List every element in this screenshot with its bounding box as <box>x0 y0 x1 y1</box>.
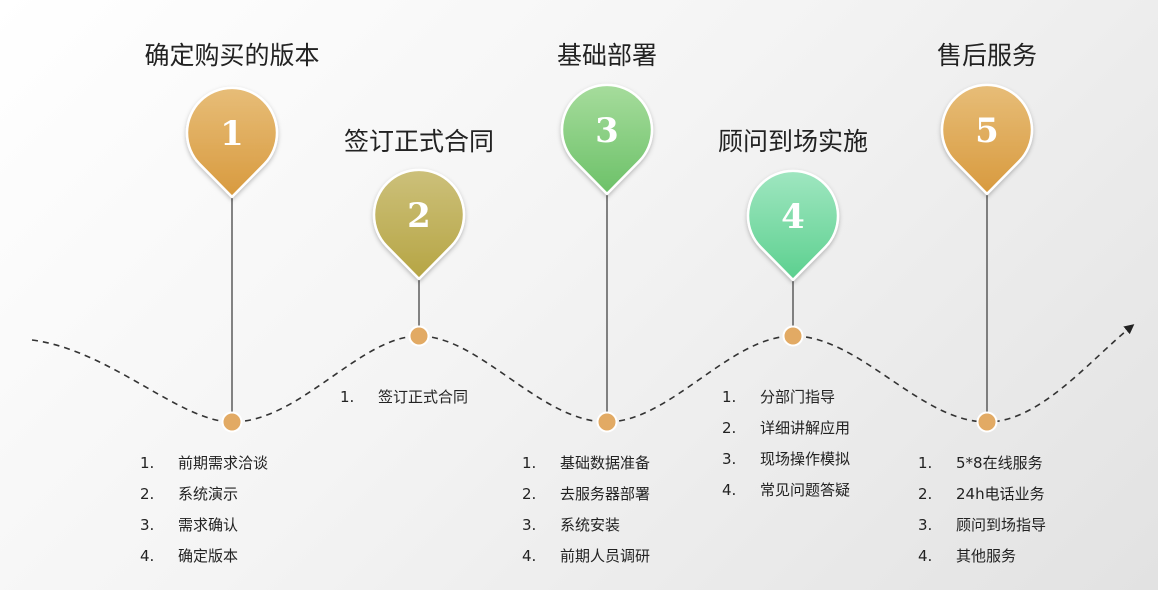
list-item-number: 1. <box>340 388 355 406</box>
list-item-number: 4. <box>522 547 537 565</box>
list-item: 3. 系统安装 <box>522 515 650 546</box>
list-item: 2. 系统演示 <box>140 484 268 515</box>
step-1-marker: 1 <box>185 86 279 433</box>
list-item-number: 4. <box>722 481 737 499</box>
step-3-number: 3 <box>595 111 619 151</box>
step-2-title: 签订正式合同 <box>343 127 495 156</box>
list-item-text: 分部门指导 <box>760 388 836 406</box>
step-3-pin-icon <box>560 83 654 196</box>
step-4-timeline-node <box>782 325 804 347</box>
step-2-timeline-node <box>408 325 430 347</box>
list-item: 3. 顾问到场指导 <box>918 515 1046 546</box>
step-3-marker: 3 <box>560 83 654 433</box>
list-item-number: 2. <box>722 419 737 437</box>
step-4-marker: 4 <box>746 169 840 347</box>
list-item: 4. 常见问题答疑 <box>722 480 850 511</box>
step-4-number: 4 <box>781 197 805 237</box>
list-item-number: 2. <box>918 485 933 503</box>
list-item: 1. 分部门指导 <box>722 387 850 418</box>
step-2-number: 2 <box>407 196 431 236</box>
step-3-list: 1. 基础数据准备 2. 去服务器部署 3. 系统安装 4. 前期人员调研 <box>522 453 650 577</box>
list-item-text: 详细讲解应用 <box>760 419 851 437</box>
list-item-text: 基础数据准备 <box>560 454 651 472</box>
list-item: 4. 其他服务 <box>918 546 1046 577</box>
step-4-pin-icon <box>746 169 840 282</box>
list-item-text: 其他服务 <box>956 547 1017 565</box>
list-item: 1. 5*8在线服务 <box>918 453 1046 484</box>
list-item-number: 1. <box>918 454 933 472</box>
list-item: 2. 24h电话业务 <box>918 484 1046 515</box>
step-4-list: 1. 分部门指导 2. 详细讲解应用 3. 现场操作模拟 4. 常见问题答疑 <box>722 387 850 511</box>
list-item-text: 去服务器部署 <box>560 485 651 503</box>
list-item-number: 3. <box>918 516 933 534</box>
list-item-text: 5*8在线服务 <box>956 454 1043 472</box>
step-1-number: 1 <box>220 114 244 154</box>
list-item: 1. 签订正式合同 <box>340 387 468 418</box>
list-item-text: 常见问题答疑 <box>760 481 851 499</box>
list-item-number: 2. <box>522 485 537 503</box>
list-item-number: 3. <box>140 516 155 534</box>
step-5-number: 5 <box>975 111 999 151</box>
list-item: 3. 需求确认 <box>140 515 268 546</box>
step-1-pin-icon <box>185 86 279 199</box>
list-item-number: 3. <box>522 516 537 534</box>
step-1-title: 确定购买的版本 <box>144 41 320 70</box>
list-item-number: 1. <box>722 388 737 406</box>
list-item-text: 顾问到场指导 <box>956 516 1047 534</box>
list-item-text: 前期需求洽谈 <box>178 454 269 472</box>
list-item-text: 需求确认 <box>178 516 239 534</box>
list-item-text: 24h电话业务 <box>956 485 1045 503</box>
step-5-pin-icon <box>940 83 1034 196</box>
step-4-title: 顾问到场实施 <box>717 127 869 156</box>
list-item: 4. 前期人员调研 <box>522 546 650 577</box>
step-3-timeline-node <box>596 411 618 433</box>
step-2-marker: 2 <box>372 168 466 347</box>
step-5-list: 1. 5*8在线服务 2. 24h电话业务 3. 顾问到场指导 4. 其他服务 <box>918 453 1046 577</box>
list-item: 1. 前期需求洽谈 <box>140 453 268 484</box>
list-item-text: 系统演示 <box>178 485 239 503</box>
list-item-number: 4. <box>140 547 155 565</box>
step-2-list: 1. 签订正式合同 <box>340 387 468 418</box>
list-item: 3. 现场操作模拟 <box>722 449 850 480</box>
list-item: 2. 去服务器部署 <box>522 484 650 515</box>
list-item-number: 2. <box>140 485 155 503</box>
step-1-timeline-node <box>221 411 243 433</box>
list-item-text: 确定版本 <box>178 547 239 565</box>
list-item: 2. 详细讲解应用 <box>722 418 850 449</box>
list-item: 1. 基础数据准备 <box>522 453 650 484</box>
step-1-list: 1. 前期需求洽谈 2. 系统演示 3. 需求确认 4. 确定版本 <box>140 453 268 577</box>
step-5-timeline-node <box>976 411 998 433</box>
step-5-marker: 5 <box>940 83 1034 433</box>
list-item-text: 前期人员调研 <box>560 547 651 565</box>
list-item-text: 签订正式合同 <box>378 388 469 406</box>
list-item-number: 3. <box>722 450 737 468</box>
list-item-number: 1. <box>522 454 537 472</box>
list-item-text: 现场操作模拟 <box>760 450 851 468</box>
step-5-title: 售后服务 <box>936 41 1038 70</box>
list-item-text: 系统安装 <box>560 516 621 534</box>
list-item-number: 1. <box>140 454 155 472</box>
step-2-pin-icon <box>372 168 466 281</box>
timeline-wave <box>31 324 1135 423</box>
step-3-title: 基础部署 <box>556 41 658 70</box>
list-item-number: 4. <box>918 547 933 565</box>
list-item: 4. 确定版本 <box>140 546 268 577</box>
